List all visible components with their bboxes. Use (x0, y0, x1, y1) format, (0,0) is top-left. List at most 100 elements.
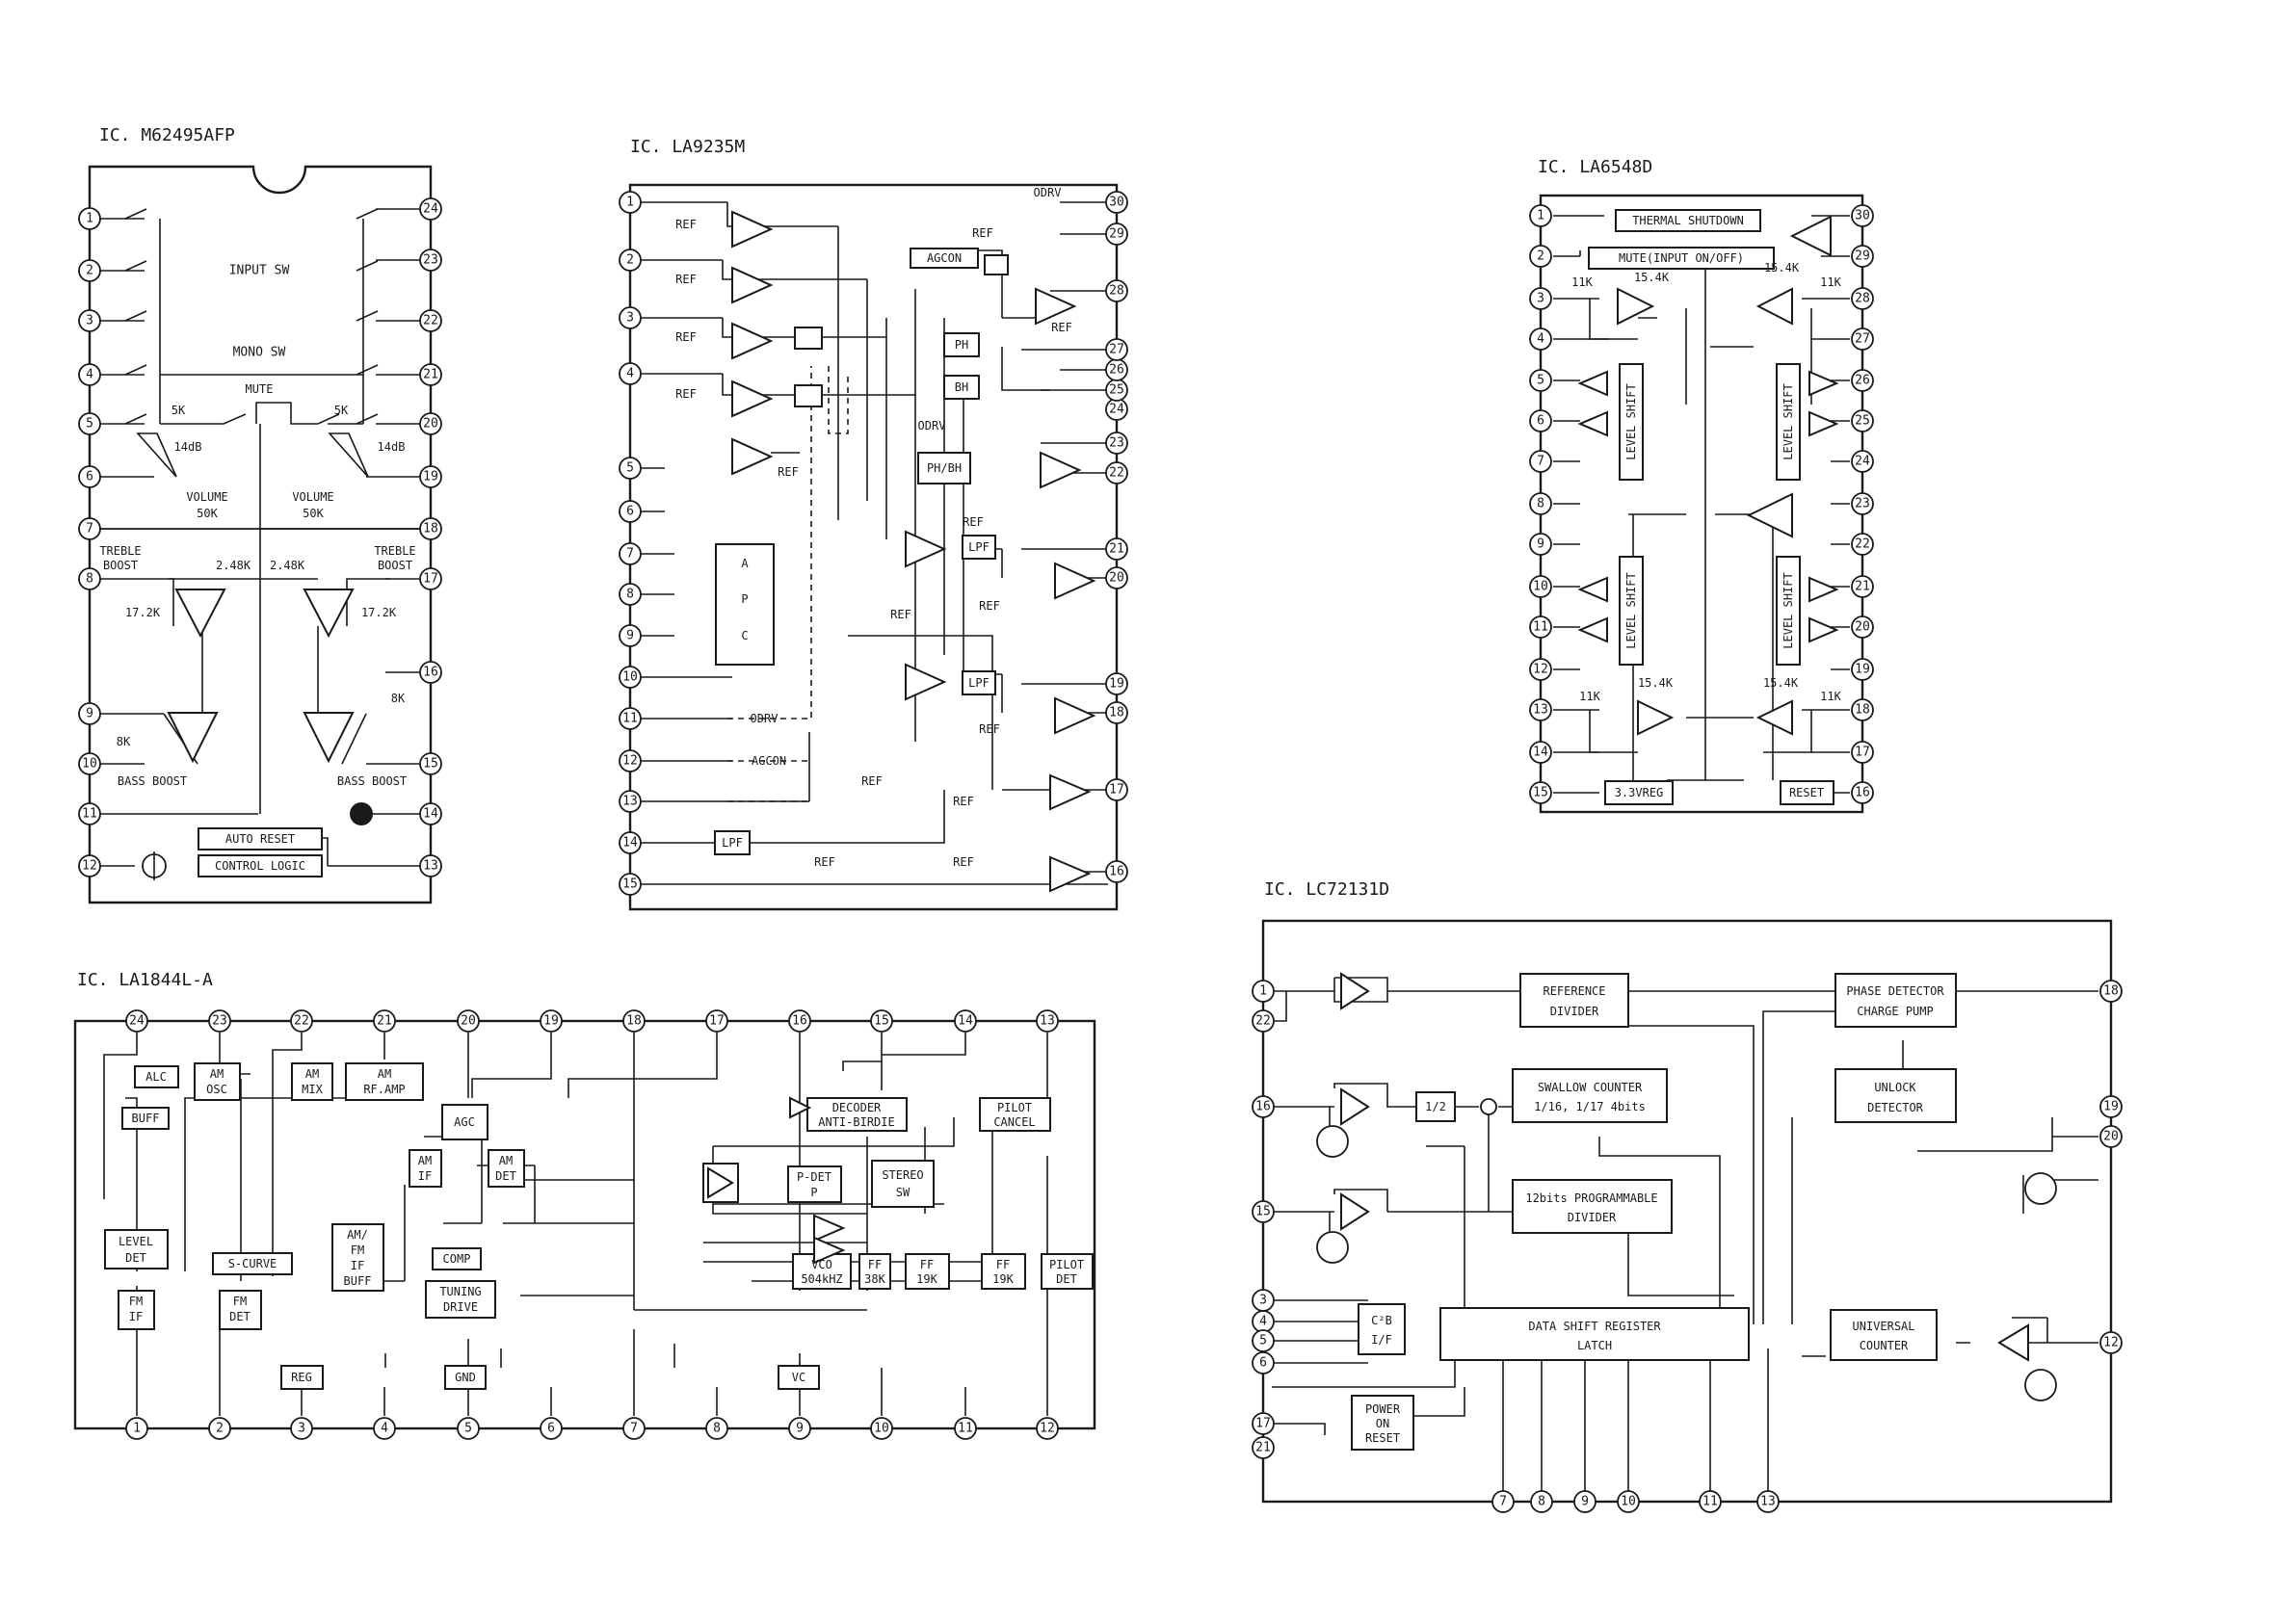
ic2-pin-28-circle (1105, 279, 1128, 302)
ic2-ref-20: REF (979, 599, 1000, 613)
ic3-pin-9-circle (1529, 533, 1552, 556)
ic1-172k-left: 17.2K (125, 606, 161, 619)
ic2-pin-23: 23 (1109, 436, 1124, 451)
ic4-decoder-2: ANTI-BIRDIE (818, 1115, 894, 1129)
ic2-pin-24: 24 (1109, 403, 1124, 417)
ic1-8k-left: 8K (117, 735, 131, 748)
ic4-pin-2-circle (208, 1417, 231, 1440)
ic4-alc: ALC (145, 1070, 167, 1084)
ic3-reg: 3.3VREG (1615, 786, 1664, 799)
ic4-pin-10-circle (870, 1417, 893, 1440)
ic2-pin-3: 3 (626, 311, 634, 326)
ic4-am-if-1: AM (418, 1154, 432, 1167)
ic5-phase-1: PHASE DETECTOR (1846, 984, 1944, 998)
ic3-pin-13: 13 (1533, 703, 1548, 718)
ic5-pin-22-circle (1252, 1009, 1275, 1033)
ic1-8k-right: 8K (391, 692, 406, 705)
ic1-50k-left: 50K (197, 507, 218, 520)
ic2-pin-17: 17 (1109, 783, 1124, 798)
ic4-stereo-2: SW (896, 1186, 910, 1199)
ic2-pin-19: 19 (1109, 677, 1124, 692)
ic4-ff2-1: FF (920, 1258, 934, 1271)
ic5-pin-12-circle (2099, 1331, 2123, 1354)
ic4-pin-2: 2 (216, 1422, 224, 1436)
ic5-pin-19: 19 (2103, 1100, 2119, 1114)
ic2-pin-12: 12 (622, 754, 638, 769)
ic4-pin-19-circle (540, 1009, 563, 1033)
ic2-ref-4: REF (675, 387, 697, 401)
ic4-body (73, 1019, 1096, 1430)
ic2-pin-29-circle (1105, 223, 1128, 246)
ic3-pin-16-circle (1851, 781, 1874, 804)
ic1-pin-18-circle (419, 517, 442, 540)
ic3-level-shift-2: LEVEL SHIFT (1781, 383, 1795, 459)
ic1-treble-amp-left (174, 589, 226, 639)
ic1-title: IC. M62495AFP (99, 125, 235, 145)
ic4-decoder-1: DECODER (832, 1101, 882, 1114)
ic5-pin-15: 15 (1255, 1205, 1271, 1219)
ic1-248k-left: 2.48K (216, 559, 251, 572)
ic1-control-logic-box (198, 854, 323, 877)
ic4-pilot-det-1: PILOT (1049, 1258, 1084, 1271)
ic3-pin-1-circle (1529, 204, 1552, 227)
ic2-amps (731, 210, 1096, 893)
ic5-amps (1316, 972, 2057, 1401)
ic4-pin-21: 21 (377, 1014, 392, 1029)
ic3-pin-28: 28 (1855, 292, 1870, 306)
ic3-pin-5: 5 (1537, 374, 1544, 388)
ic2-pin-1: 1 (626, 196, 634, 210)
ic5-dsr-2: LATCH (1577, 1339, 1612, 1352)
ic1-pin-20: 20 (423, 417, 438, 432)
ic5-prog-2: DIVIDER (1568, 1211, 1617, 1224)
ic4-pin-16-circle (788, 1009, 811, 1033)
ic5-pin-5: 5 (1259, 1334, 1267, 1348)
ic5-pin-6-circle (1252, 1351, 1275, 1374)
ic3-pin-11-circle (1529, 615, 1552, 639)
ic3-11k-18: 11K (1820, 690, 1841, 703)
ic5-unlock-2: DETECTOR (1867, 1101, 1924, 1114)
ic3-pin-17-circle (1851, 741, 1874, 764)
ic2-pin-14: 14 (622, 836, 638, 851)
ic2-pin-10-circle (619, 666, 642, 689)
ic1-pin-16: 16 (423, 666, 438, 680)
ic5-c2b-1: C²B (1371, 1314, 1392, 1327)
ic1-pin-15: 15 (423, 757, 438, 772)
ic2-lpf-21: LPF (968, 540, 990, 554)
ic4-pin-15-circle (870, 1009, 893, 1033)
ic1-pin-22-circle (419, 309, 442, 332)
ic1-auto-reset-box (198, 827, 323, 851)
ic2-pin-16-circle (1105, 860, 1128, 883)
ic1-pin-3: 3 (86, 314, 93, 328)
ic2-phbh: PH/BH (927, 461, 962, 475)
ic3-amps (1577, 215, 1839, 736)
ic3-pin-27-circle (1851, 327, 1874, 351)
ic2-pin-2: 2 (626, 253, 634, 268)
ic3-pin-25: 25 (1855, 414, 1870, 429)
ic4-am-osc-2: OSC (206, 1083, 227, 1096)
ic4-pin-3-circle (290, 1417, 313, 1440)
ic1-left-leads (99, 208, 431, 867)
ic5-pin-22: 22 (1255, 1014, 1271, 1029)
ic5-swallow-2: 1/16, 1/17 4bits (1534, 1100, 1646, 1113)
ic1-boost-right: BOOST (378, 559, 412, 572)
ic4-fmdet-2: DET (229, 1310, 251, 1323)
ic3-pin-10: 10 (1533, 580, 1548, 594)
ic4-pdet-sub: P (810, 1186, 817, 1199)
ic3-pin-18: 18 (1855, 703, 1870, 718)
ic2-pin-12-circle (619, 749, 642, 772)
ic-la1844l-a: IC. LA1844L-A (73, 970, 1096, 1440)
ic4-am-if-2: IF (418, 1169, 432, 1183)
ic1-14db-left: 14dB (174, 440, 202, 454)
ic1-pin-24: 24 (423, 202, 438, 217)
ic2-pin-6: 6 (626, 505, 634, 519)
ic4-level-2: DET (125, 1251, 146, 1265)
ic4-amfm-1: AM/ (347, 1228, 368, 1242)
ic3-pin-19: 19 (1855, 663, 1870, 677)
ic1-pin-14-circle (419, 802, 442, 825)
ic4-pilot-det-2: DET (1056, 1272, 1077, 1286)
ic1-bass-amp-left (167, 712, 219, 764)
ic1-pin-9-circle (78, 702, 101, 725)
ic2-pin-11: 11 (622, 712, 638, 726)
ic5-pin-5-circle (1252, 1329, 1275, 1352)
